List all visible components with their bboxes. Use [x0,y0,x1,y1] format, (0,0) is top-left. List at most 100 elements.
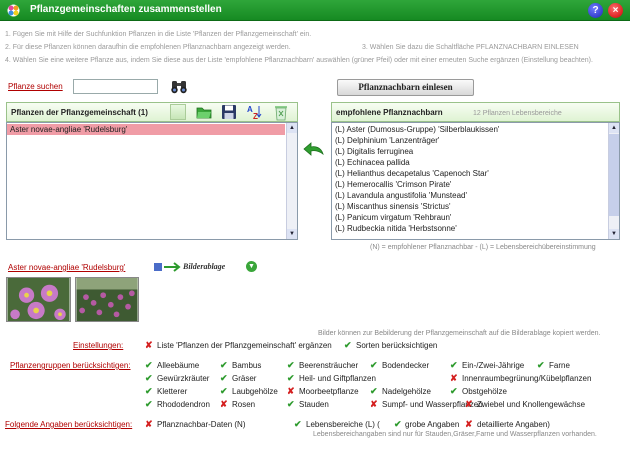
selected-plant-link[interactable]: Aster novae-angliae 'Rudelsburg' [8,263,126,272]
plant-group-option[interactable]: Beerensträucher [299,361,359,370]
following-opt2-label[interactable]: Lebensbereiche (L) ( [306,420,380,429]
right-list-scrollbar[interactable]: ▲ ▼ [608,123,619,239]
settings-opt1-label[interactable]: Liste 'Pflanzen der Pflanzgemeinschaft' … [157,341,332,350]
scroll-thumb[interactable] [609,134,619,216]
plant-group-option[interactable]: Heil- und Giftpflanzen [299,374,376,383]
close-button[interactable]: × [608,3,623,18]
bilderablage-dropdown-icon[interactable]: ▼ [246,261,257,272]
checked-icon[interactable]: ✔ [450,360,458,370]
settings-opt2-label[interactable]: Sorten berücksichtigen [356,341,438,350]
following-opt3-check-icon[interactable]: ✔ [394,419,402,429]
save-disk-icon[interactable] [221,104,237,120]
checked-icon[interactable]: ✔ [145,399,153,409]
bilderablage-label[interactable]: Bilderablage [183,262,226,271]
checked-icon[interactable]: ✔ [220,386,228,396]
sort-az-icon[interactable]: A Z [246,104,262,120]
plant-community-item[interactable]: Aster novae-angliae 'Rudelsburg' [7,124,285,135]
scroll-up-icon[interactable]: ▲ [609,123,619,133]
recommended-neighbor-item[interactable]: (L) Panicum virgatum 'Rehbraun' [335,213,452,222]
open-folder-icon[interactable] [196,104,212,120]
plant-group-option[interactable]: Zwiebel und Knollengewächse [477,400,586,409]
app-flower-icon [7,4,20,17]
plant-group-option[interactable]: Kletterer [157,387,188,396]
unchecked-icon[interactable]: ✘ [465,399,473,409]
help-button[interactable]: ? [588,3,603,18]
plant-group-option[interactable]: Obstgehölze [462,387,507,396]
checked-icon[interactable]: ✔ [287,360,295,370]
plant-group-option[interactable]: Gewürzkräuter [157,374,210,383]
settings-opt2-check-icon[interactable]: ✔ [344,340,352,350]
checked-icon[interactable]: ✔ [145,373,153,383]
settings-label: Einstellungen: [73,341,124,350]
checked-icon[interactable]: ✔ [370,386,378,396]
right-panel-header: empfohlene Pflanznachbarn 12 Pflanzen Le… [331,102,620,122]
plant-group-option[interactable]: Moorbeetpflanze [299,387,359,396]
plant-group-option[interactable]: Alleebäume [157,361,200,370]
plant-group-option[interactable]: Gräser [232,374,257,383]
checked-icon[interactable]: ✔ [145,386,153,396]
recommended-neighbors-list[interactable]: (L) Aster (Dumosus-Gruppe) 'Silberblauki… [331,122,620,240]
instruction-1: 1. Fügen Sie mit Hilfe der Suchfunktion … [5,31,312,38]
checked-icon[interactable]: ✔ [220,360,228,370]
scroll-up-icon[interactable]: ▲ [287,123,297,133]
unchecked-icon[interactable]: ✘ [370,399,378,409]
recommended-neighbor-item[interactable]: (L) Aster (Dumosus-Gruppe) 'Silberblauki… [335,125,500,134]
plant-group-option[interactable]: Innenraumbegrünung/Kübelpflanzen [462,374,592,383]
svg-text:Z: Z [253,112,258,120]
plant-group-option[interactable]: Rhododendron [157,400,210,409]
following-opt2-check-icon[interactable]: ✔ [294,419,302,429]
plant-group-option[interactable]: Bambus [232,361,262,370]
recommended-neighbor-item[interactable]: (L) Rudbeckia nitida 'Herbstsonne' [335,224,457,233]
unchecked-icon[interactable]: ✘ [287,386,295,396]
window-title: Pflanzgemeinschaften zusammenstellen [30,4,222,15]
unchecked-icon[interactable]: ✘ [450,373,458,383]
plant-group-option[interactable]: Nadelgehölze [382,387,431,396]
checked-icon[interactable]: ✔ [370,360,378,370]
recommended-neighbor-item[interactable]: (L) Delphinium 'Lanzenträger' [335,136,440,145]
plant-group-option[interactable]: Sumpf- und Wasserpflanzen [382,400,483,409]
following-opt3-label[interactable]: grobe Angaben [405,420,460,429]
binoculars-icon[interactable] [170,78,188,94]
new-document-icon[interactable] [170,104,186,120]
scroll-down-icon[interactable]: ▼ [609,229,619,239]
plant-community-list[interactable]: Aster novae-angliae 'Rudelsburg' ▲ ▼ [6,122,298,240]
scroll-down-icon[interactable]: ▼ [287,229,297,239]
checked-icon[interactable]: ✔ [537,360,545,370]
right-panel-count: 12 Pflanzen Lebensbereiche [473,110,562,117]
left-list-scrollbar[interactable]: ▲ ▼ [286,123,297,239]
recommended-neighbor-item[interactable]: (L) Miscanthus sinensis 'Strictus' [335,202,451,211]
recommended-neighbor-item[interactable]: (L) Helianthus decapetalus 'Capenoch Sta… [335,169,489,178]
checked-icon[interactable]: ✔ [450,386,458,396]
following-opt1-cross-icon[interactable]: ✘ [145,419,153,429]
checked-icon[interactable]: ✔ [145,360,153,370]
left-panel-title: Pflanzen der Pflanzgemeinschaft (1) [11,108,148,117]
plant-group-option[interactable]: Laubgehölze [232,387,278,396]
search-input[interactable] [73,79,158,94]
checked-icon[interactable]: ✔ [220,373,228,383]
trash-icon[interactable] [273,103,289,121]
plant-group-option[interactable]: Ein-/Zwei-Jährige [462,361,525,370]
following-opt4-label[interactable]: detaillierte Angaben) [477,420,550,429]
plant-group-option[interactable]: Stauden [299,400,329,409]
checked-icon[interactable]: ✔ [287,399,295,409]
plant-image-thumbnail-1[interactable] [6,277,71,322]
plant-image-thumbnail-2[interactable] [75,277,139,322]
plant-group-option[interactable]: Rosen [232,400,256,409]
settings-opt1-cross-icon[interactable]: ✘ [145,340,153,350]
following-opt1-label[interactable]: Pflanznachbar-Daten (N) [157,420,246,429]
recommended-neighbor-item[interactable]: (L) Echinacea pallida [335,158,410,167]
transfer-arrow-icon[interactable] [303,142,325,158]
following-opt4-cross-icon[interactable]: ✘ [465,419,473,429]
recommended-neighbor-item[interactable]: (L) Hemerocallis 'Crimson Pirate' [335,180,452,189]
following-label: Folgende Angaben berücksichtigen: [5,420,133,429]
groups-label: Pflanzengruppen berücksichtigen: [10,361,131,370]
search-label-link[interactable]: Pflanze suchen [8,82,63,91]
plant-group-option[interactable]: Farne [549,361,570,370]
plant-group-option[interactable]: Bodendecker [382,361,430,370]
recommended-neighbor-item[interactable]: (L) Lavandula angustifolia 'Munstead' [335,191,468,200]
checked-icon[interactable]: ✔ [287,373,295,383]
unchecked-icon[interactable]: ✘ [220,399,228,409]
recommended-neighbor-item[interactable]: (L) Digitalis ferruginea [335,147,414,156]
instruction-2: 2. Für diese Pflanzen können daraufhin d… [5,44,291,51]
read-neighbors-button[interactable]: Pflanznachbarn einlesen [337,79,474,96]
